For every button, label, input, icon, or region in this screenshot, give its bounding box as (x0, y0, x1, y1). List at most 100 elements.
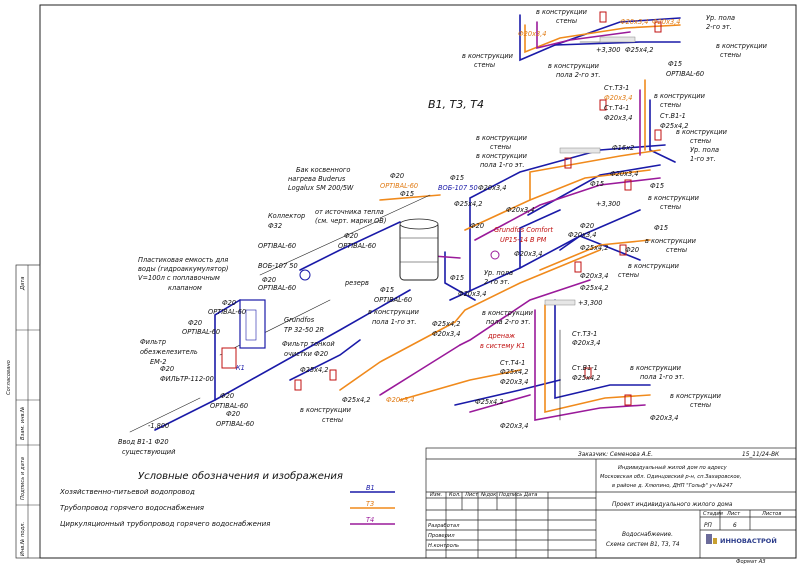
d20x34-up2: Ф20х3,4 (604, 114, 632, 122)
floor1-mid-1: в конструкции (476, 152, 528, 160)
filter-name: ФИЛЬТР-112-00 (160, 375, 214, 383)
d20x34-tr: Ф20х3,4 (620, 18, 648, 26)
company-name: ИННОВАСТРОЙ (720, 536, 777, 545)
floor1-right-2: пола 1-го эт. (640, 373, 684, 381)
wall-up-3: в конструкции (676, 128, 728, 136)
accum-4: клапаном (168, 284, 202, 292)
pump-tp (299, 269, 311, 281)
d15-tr: Ф15 (668, 60, 682, 68)
title-block-text: Заказчик: Семенова А.Е. 15_11/24-ВК Инди… (428, 452, 781, 565)
tb-title-2: Схема систем В1, Т3, Т4 (606, 542, 680, 548)
tb-stage-h: Стадия (703, 511, 723, 517)
tb-code: 15_11/24-ВК (742, 452, 780, 458)
d20x34-riser: Ф20х3,4 (572, 339, 600, 347)
d15-mid: Ф15 (450, 274, 464, 282)
d20x34-rm: Ф20х3,4 (580, 272, 608, 280)
optibal-coll: OPTIBAL-60 (338, 242, 376, 250)
boiler-label-2: нагрева Buderus (288, 175, 346, 183)
d15-boiler: Ф15 (380, 286, 394, 294)
vob-boiler: ВОБ-107 50 (438, 184, 478, 192)
tb-project: Проект индивидуального жилого дома (612, 502, 733, 508)
d20-k1: Ф20 (220, 392, 234, 400)
input-2: существующий (122, 448, 176, 456)
tb-stage: РП (704, 523, 712, 529)
d20x34-top2: Ф20х3,4 (506, 206, 534, 214)
stamp-inv: Инв.№ подл. (20, 522, 26, 556)
wall-tr-2: стены (556, 17, 577, 25)
floor1-main: в конструкции (368, 308, 420, 316)
d25-left: Ф25х4,2 (300, 366, 328, 374)
accum-3: V=100л с поплавочным (138, 274, 220, 282)
riser-t41-upper: Ст.Т4-1 (604, 104, 629, 112)
legend-item-t3: Трубопровод горячего водоснабжения (60, 504, 204, 512)
tb-h-ndok: №док (480, 492, 497, 498)
riser-t31-lower: Ст.Т3-1 (572, 330, 597, 338)
optibal-boiler: OPTIBAL-60 (374, 296, 412, 304)
grundfos-tp-1: Grundfos (284, 316, 315, 324)
d15-up2: Ф15 (650, 182, 664, 190)
grundfos-up-2: UP15-14 B PM (500, 236, 547, 244)
filter-fine-1: Фильтр тонкой (282, 340, 335, 348)
tb-h-podpis: Подпись (499, 492, 522, 498)
d20x34-mid3: Ф20х3,4 (432, 330, 460, 338)
tb-sheet: 6 (733, 523, 737, 529)
riser-t31-upper: Ст.Т3-1 (604, 84, 629, 92)
system-title: В1, Т3, Т4 (428, 98, 484, 111)
equipment (221, 11, 662, 406)
d20-right-mid: Ф20 (580, 222, 594, 230)
wall-rm-4: стены (618, 271, 639, 279)
d25x42-rm: Ф25х4,2 (580, 284, 608, 292)
from-heat-2: (см. черт. марки ОВ) (315, 217, 386, 225)
d20x34-tr3: Ф20х3,4 (518, 30, 546, 38)
dim-lines (129, 41, 601, 433)
iron-filter (221, 347, 237, 369)
riser-t41-lower: Ст.Т4-1 (500, 359, 525, 367)
title-block (425, 447, 797, 559)
d25x42-mid: Ф25х4,2 (432, 320, 460, 328)
wall-rm-3: в конструкции (628, 262, 680, 270)
floor1-mid-2: пола 1-го эт. (480, 161, 524, 169)
floor2-tr-2: пола 2-го эт. (556, 71, 600, 79)
wall-rm-2: стены (666, 246, 687, 254)
tb-h-izm: Изм. (430, 492, 442, 498)
wall-up-2: стены (660, 101, 681, 109)
tb-object-3: в районе д. Хлюпино, ДНП "Гольф" уч.№247 (612, 483, 733, 489)
ur-pola-mid-1: Ур. пола (484, 269, 513, 277)
floor1-main-2: пола 1-го эт. (372, 318, 416, 326)
wall-mid-2: стены (490, 143, 511, 151)
vob-left: ВОБ-107 50 (258, 262, 298, 270)
optibal-k1b: OPTIBAL-60 (216, 420, 254, 428)
riser-b11-lower: Ст.В1-1 (572, 364, 598, 372)
legend-code-t3: Т3 (366, 500, 374, 508)
from-heat-1: от источника тепла (315, 208, 384, 216)
optibal-acc: OPTIBAL-60 (258, 284, 296, 292)
piping (129, 14, 681, 433)
wall-tr-1: в конструкции (536, 8, 588, 16)
wall-tr-4: стены (474, 61, 495, 69)
optibal-filter2: OPTIBAL-60 (182, 328, 220, 336)
stamp-data: Дата (20, 277, 26, 291)
d20x34-mid2: Ф20х3,4 (458, 290, 486, 298)
tb-title-1: Водоснабжение. (622, 532, 673, 538)
reserve-label: резерв (344, 279, 369, 287)
drain-2: в систему К1 (480, 342, 525, 350)
company-logo: ИННОВАСТРОЙ (706, 534, 777, 545)
wall-left-2: стены (322, 416, 343, 424)
d20-filter2: Ф20 (188, 319, 202, 327)
filter-iron-2: обезжелезитель (140, 348, 198, 356)
tb-lists-h: Листов (761, 511, 781, 517)
optibal-tr: OPTIBAL-60 (666, 70, 704, 78)
level-3300-mid: +3,300 (596, 200, 620, 208)
tb-row-prov: Проверил (428, 533, 455, 539)
d20-k1b: Ф20 (226, 410, 240, 418)
stamp-soglas: Согласовано (6, 360, 12, 395)
d20-left: Ф20х3,4 (386, 396, 414, 404)
optibal-k1: OPTIBAL-60 (210, 402, 248, 410)
wall-up-6: стены (660, 203, 681, 211)
level-3300b: +3,300 (578, 299, 602, 307)
d20x34-right-mid: Ф20х3,4 (568, 231, 596, 239)
tb-h-list: Лист (464, 492, 479, 498)
d25x42-tr: Ф25х4,2 (625, 46, 653, 54)
tb-list-h: Лист (726, 511, 741, 517)
